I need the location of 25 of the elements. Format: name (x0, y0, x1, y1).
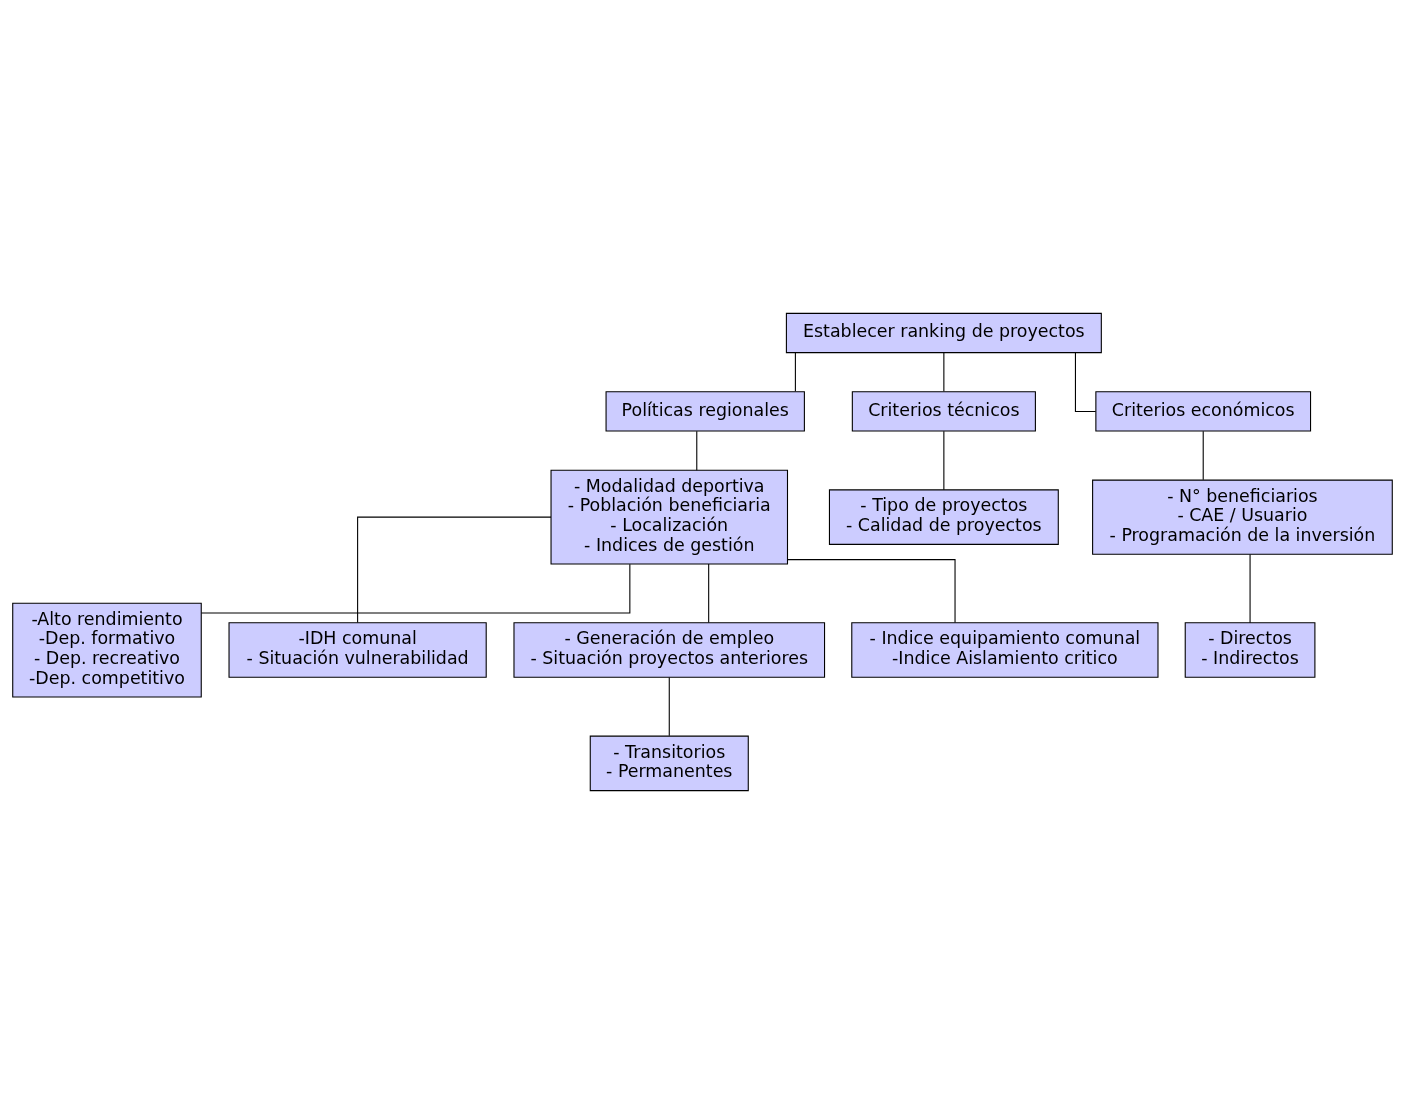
node-box: - Tipo de proyectos - Calidad de proyectos (828, 489, 1059, 545)
node-box: - N° beneficiarios - CAE / Usuario - Programación de la inversión (1092, 479, 1393, 555)
connector (943, 430, 945, 491)
connector (708, 563, 710, 624)
connector (787, 559, 956, 623)
connector (668, 676, 670, 737)
node-box: Políticas regionales (605, 391, 805, 432)
node-box: Establecer ranking de proyectos (785, 312, 1102, 354)
connector (357, 516, 552, 624)
connector (1074, 352, 1097, 412)
connector (1202, 430, 1204, 481)
connector (696, 430, 698, 471)
node-box: Criterios técnicos (851, 391, 1036, 432)
connector (794, 352, 796, 392)
node-box: -IDH comunal - Situación vulnerabilidad (228, 622, 487, 678)
connector (943, 352, 945, 392)
node-box: - Indice equipamiento comunal -Indice Aislamiento critico (851, 622, 1159, 678)
node-box: - Modalidad deportiva - Población beneficiaria - Localización - Indices de gestión (550, 469, 789, 565)
node-box: - Directos - Indirectos (1184, 622, 1316, 678)
node-box: Criterios económicos (1095, 391, 1312, 432)
node-box: - Generación de empleo - Situación proyectos anteriores (513, 622, 826, 678)
connector (200, 563, 631, 614)
node-box: -Alto rendimiento -Dep. formativo - Dep. recreativo -Dep. competitivo (12, 602, 202, 698)
node-box: - Transitorios - Permanentes (589, 735, 749, 792)
connector (1249, 553, 1251, 624)
